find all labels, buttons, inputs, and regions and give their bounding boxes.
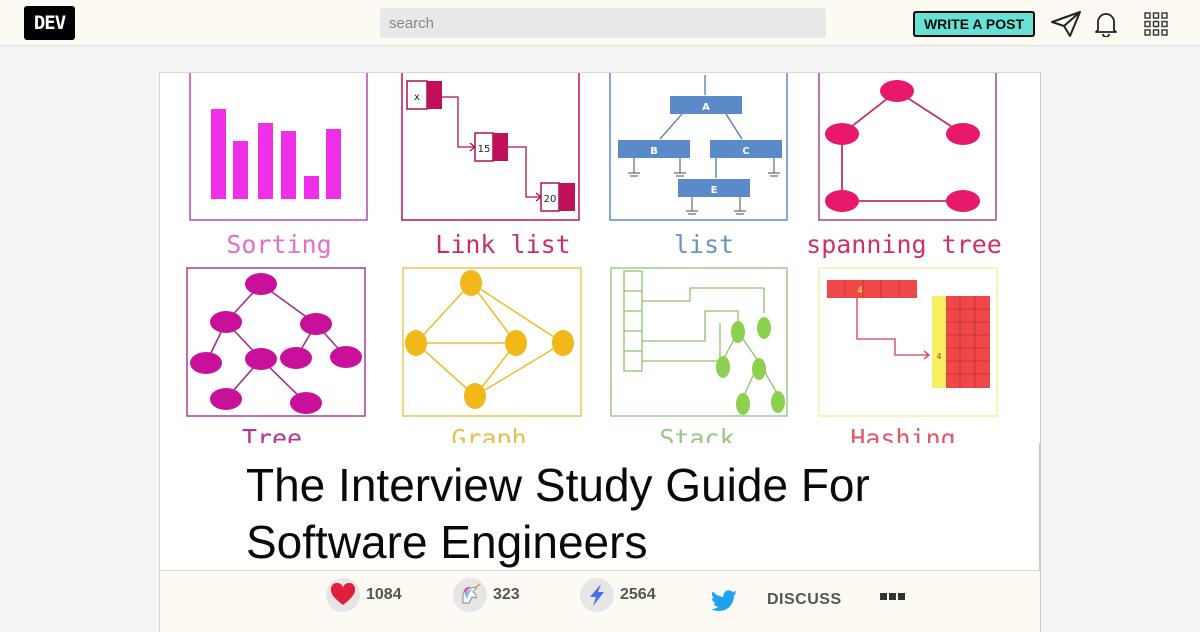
heart-icon [330, 583, 356, 605]
twitter-icon[interactable] [712, 589, 738, 611]
reaction-bar: 1084 323 2564 DISCU [160, 570, 1040, 632]
hashing-panel: 4 4 [818, 267, 998, 417]
write-post-button[interactable]: WRITE A POST [913, 11, 1035, 37]
graph-panel [402, 267, 582, 417]
search-input[interactable] [380, 8, 826, 38]
reaction-circle [580, 578, 614, 612]
tree-panel [186, 267, 366, 417]
more-options-icon[interactable] [880, 593, 905, 600]
bell-icon[interactable] [1094, 11, 1118, 37]
heart-count: 1084 [366, 586, 402, 603]
label-tree: Tree [242, 424, 302, 443]
node-label: x [414, 92, 420, 103]
paper-plane-icon[interactable] [1050, 10, 1082, 38]
heart-reaction-button[interactable]: 1084 [326, 578, 402, 612]
apps-grid-icon[interactable] [1144, 12, 1168, 36]
save-reaction-button[interactable]: 2564 [580, 578, 656, 612]
stack-panel [610, 267, 788, 417]
dot [880, 593, 887, 600]
article-title[interactable]: The Interview Study Guide For Software E… [246, 459, 870, 568]
node-label: B [650, 146, 658, 157]
dot [898, 593, 905, 600]
top-navbar: DEV WRITE A POST [0, 0, 1200, 46]
label-stack: Stack [659, 424, 734, 443]
node-label: 20 [544, 194, 557, 205]
list-panel: A B C E [609, 73, 788, 221]
hash-key-label: 4 [857, 286, 863, 296]
label-sorting: Sorting [226, 230, 331, 259]
node-label: 15 [478, 144, 491, 155]
label-graph: Graph [451, 424, 526, 443]
node-label: A [702, 102, 710, 113]
hash-index-label: 4 [936, 352, 941, 361]
save-count: 2564 [620, 586, 656, 603]
spanning-tree-panel [818, 73, 997, 221]
article-card: x 15 20 A B [159, 72, 1041, 632]
label-hashing: Hashing [850, 424, 955, 443]
label-link-list: Link list [435, 230, 570, 259]
node-label: C [742, 146, 749, 157]
dev-logo[interactable]: DEV [24, 6, 75, 40]
reaction-circle [326, 578, 360, 612]
label-list: list [674, 230, 734, 259]
discuss-link[interactable]: DISCUSS [767, 591, 842, 608]
unicorn-count: 323 [493, 586, 520, 603]
reaction-circle [453, 578, 487, 612]
unicorn-icon [462, 583, 481, 604]
link-list-panel: x 15 20 [401, 73, 580, 221]
node-label: E [711, 185, 718, 196]
dot [889, 593, 896, 600]
unicorn-reaction-button[interactable]: 323 [453, 578, 520, 612]
data-structures-illustration: x 15 20 A B [186, 73, 1002, 443]
label-spanning-tree: spanning tree [806, 230, 1002, 259]
cover-image[interactable]: x 15 20 A B [160, 73, 1040, 443]
lightning-icon [590, 584, 604, 606]
sorting-panel [189, 73, 368, 221]
